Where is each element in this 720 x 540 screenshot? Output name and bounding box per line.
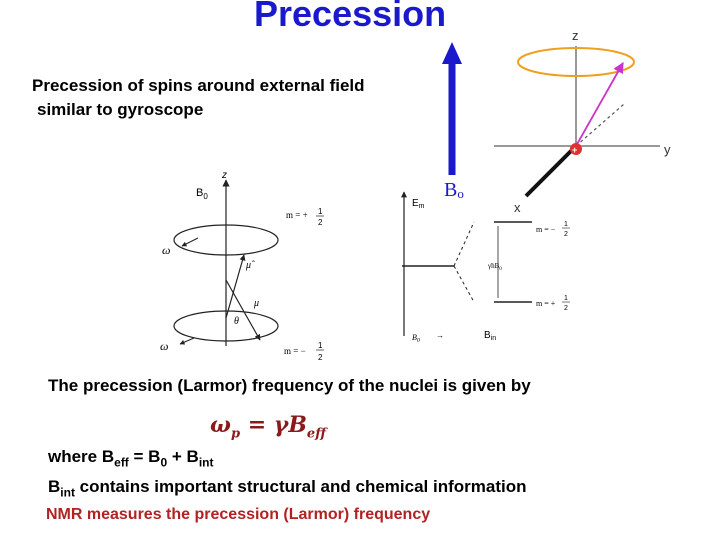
- svg-text:1: 1: [318, 207, 323, 216]
- svg-text:1: 1: [564, 221, 568, 228]
- precession-orbit: [517, 47, 635, 77]
- b0-zero-arrow: →: [436, 331, 444, 340]
- nmr-statement: NMR measures the precession (Larmor) fre…: [46, 506, 431, 523]
- energy-diagram: Em γħB0 m = − 1 2 m = + 1 2 B0 → Bin: [401, 191, 570, 344]
- magnetization-vector: [575, 62, 624, 147]
- larmor-equation: ωp = γBeff: [210, 412, 326, 442]
- upper-precession-cone: [173, 224, 279, 256]
- x-axis: [524, 144, 578, 198]
- energy-label: Em: [412, 198, 425, 210]
- svg-text:1: 1: [318, 341, 323, 350]
- spin-b0-label: B0: [196, 187, 208, 201]
- larmor-statement: The precession (Larmor) frequency of the…: [48, 376, 531, 395]
- beff-definition: where Beff = B0 + Bint: [48, 447, 214, 470]
- svg-text:2: 2: [564, 231, 568, 238]
- svg-text:1: 1: [564, 295, 568, 302]
- omega-top-label: ω: [162, 243, 170, 257]
- omega-bottom-label: ω: [160, 339, 168, 353]
- x-axis-label: x: [514, 200, 521, 215]
- upper-m-label: m = +: [286, 210, 308, 220]
- energy-gap-label: γħB0: [487, 262, 502, 272]
- spin-up-vector: [225, 254, 246, 319]
- spin-diagram: z B0 μ̂ m = + 1 2 ω μ θ m = − 1 2 ω: [160, 170, 324, 362]
- field-label: Bo: [444, 179, 464, 201]
- theta-label: θ: [234, 316, 239, 327]
- page-title: Precession: [254, 0, 447, 34]
- z-axis-label: z: [572, 28, 579, 43]
- mu-hat-label: μ̂: [245, 260, 255, 271]
- intro-line-2: similar to gyroscope: [37, 100, 204, 119]
- lower-m-label: m = −: [284, 346, 306, 356]
- nucleus-dot: [570, 143, 582, 155]
- dashed-axis: [575, 103, 625, 147]
- intro-line-1: Precession of spins around external fiel…: [32, 76, 365, 95]
- svg-text:2: 2: [564, 305, 568, 312]
- intro-text: Precession of spins around external fiel…: [32, 74, 365, 122]
- precession-diagram: Bo z y x +: [442, 28, 671, 215]
- upper-level-m: m = −: [536, 225, 556, 234]
- lower-level-m: m = +: [536, 299, 556, 308]
- svg-text:2: 2: [318, 353, 323, 362]
- svg-text:+: +: [572, 145, 577, 155]
- lower-precession-cone: [173, 310, 279, 342]
- b0-zero-label: B0: [412, 333, 420, 344]
- b-in-label: Bin: [484, 330, 496, 342]
- field-arrow-head: [442, 42, 462, 64]
- bint-description: Bint contains important structural and c…: [48, 477, 527, 500]
- svg-text:2: 2: [318, 218, 323, 227]
- spin-down-vector: [225, 279, 261, 341]
- mu-label: μ: [253, 298, 259, 309]
- y-axis-label: y: [664, 142, 671, 157]
- spin-z-label: z: [221, 170, 227, 181]
